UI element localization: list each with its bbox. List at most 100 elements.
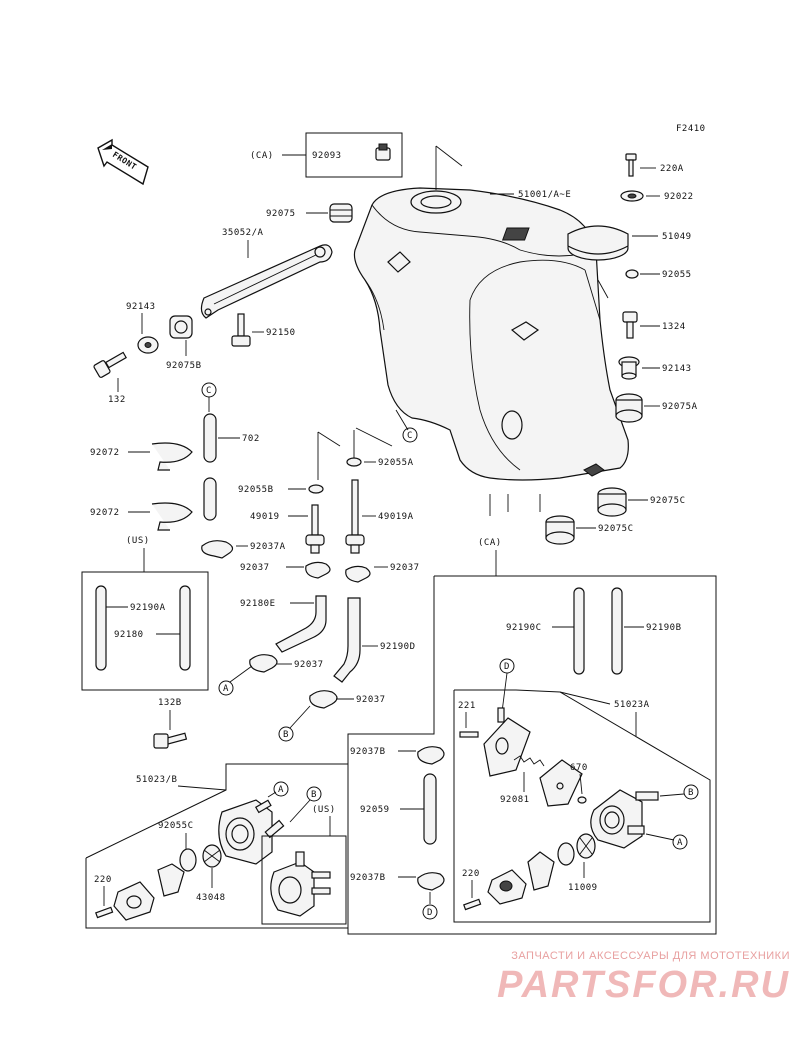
label-51023b: 51023/B — [136, 775, 177, 785]
label-92055a: 92055A — [378, 458, 414, 468]
label-92081: 92081 — [500, 795, 530, 805]
oring-92055 — [625, 269, 639, 279]
callout-d-bottom — [422, 904, 438, 920]
label-92072-bottom: 92072 — [90, 508, 120, 518]
callout-b-right-label: B — [688, 788, 694, 798]
watermark-caption: ЗАПЧАСТИ И АКСЕССУАРЫ ДЛЯ МОТОТЕХНИКИ — [511, 950, 790, 962]
label-92190d: 92190D — [380, 642, 416, 652]
label-221: 221 — [458, 701, 476, 711]
callout-b-left-label: B — [283, 730, 289, 740]
leader — [435, 145, 463, 167]
bolt-132 — [93, 351, 127, 378]
fuel-cock-us — [270, 851, 331, 917]
label-49019: 49019 — [250, 512, 280, 522]
variant-us-label-fc: (US) — [312, 805, 336, 815]
washer-92143-left — [137, 336, 159, 354]
variant-us-label-left: (US) — [126, 536, 150, 546]
label-92075b: 92075B — [166, 361, 202, 371]
watermark-logo: PARTSFOR.RU — [497, 964, 790, 1006]
label-220-left: 220 — [94, 875, 112, 885]
label-92150: 92150 — [266, 328, 296, 338]
label-92037a: 92037A — [250, 542, 286, 552]
valve-body-51023a — [483, 707, 531, 777]
fuel-cock-51023a — [590, 789, 659, 849]
label-132: 132 — [108, 395, 126, 405]
label-92037b-top: 92037B — [350, 747, 386, 757]
bracket-35052 — [200, 244, 333, 319]
callout-a-left-label: A — [223, 684, 229, 694]
callout-c-left-label: C — [206, 386, 212, 396]
callout-b-right — [683, 784, 699, 800]
label-92075: 92075 — [266, 209, 296, 219]
ca-box-right — [347, 575, 717, 935]
variant-ca-label: (CA) — [250, 151, 274, 161]
label-92037-right: 92037 — [390, 563, 420, 573]
grommet-92093 — [375, 143, 391, 161]
label-92180e: 92180E — [240, 599, 276, 609]
gasket-11009 — [576, 833, 596, 859]
callout-d-top-label: D — [504, 662, 510, 672]
callout-c-center — [402, 427, 418, 443]
hose-92190b — [611, 587, 623, 675]
label-51001: 51001/A~E — [518, 190, 571, 200]
valve-49019 — [305, 504, 325, 554]
callout-a-fc — [273, 781, 289, 797]
label-92075a: 92075A — [662, 402, 698, 412]
clamp-92037-lower-left — [249, 654, 278, 673]
oring-92055c — [179, 848, 197, 872]
label-92190a: 92190A — [130, 603, 166, 613]
clamp-92037-lower-right — [309, 690, 338, 709]
grommet-92075a — [615, 393, 643, 423]
label-132b: 132B — [158, 698, 182, 708]
hose-92190d — [333, 597, 361, 683]
plate-51023b — [113, 881, 155, 921]
label-92190c: 92190C — [506, 623, 542, 633]
fuel-tank — [353, 187, 629, 481]
bolt-1324 — [622, 311, 638, 339]
hose-92059 — [423, 773, 437, 845]
clamp-92037a — [201, 540, 234, 559]
label-92075c-bottom: 92075C — [598, 524, 634, 534]
grommet-92075b — [169, 315, 193, 339]
oring-11009 — [557, 842, 575, 866]
us-box-hoses — [81, 571, 209, 691]
oring-92055b — [308, 484, 324, 494]
callout-b-fc-label: B — [311, 790, 317, 800]
front-arrow-icon: FRONT — [97, 138, 149, 186]
label-92072-top: 92072 — [90, 448, 120, 458]
label-35052: 35052/A — [222, 228, 264, 238]
fuel-cock-51023b — [218, 799, 285, 865]
clip-92072-bottom — [151, 502, 193, 531]
filter-43048 — [202, 844, 222, 868]
label-92055b: 92055B — [238, 485, 274, 495]
label-11009: 11009 — [568, 883, 598, 893]
clamp-92037-left — [305, 561, 331, 579]
bowl-51023a — [527, 851, 555, 891]
collar-92143-right — [618, 356, 640, 380]
label-220a: 220A — [660, 164, 684, 174]
screw-221 — [459, 731, 479, 738]
label-92037b-bottom: 92037B — [350, 873, 386, 883]
screw-220-left — [95, 906, 114, 919]
hose-92180 — [179, 585, 191, 671]
callout-a-left — [218, 680, 234, 696]
label-92143-right: 92143 — [662, 364, 692, 374]
label-92093: 92093 — [312, 151, 342, 161]
damper-92075c-top — [597, 487, 627, 517]
label-43048: 43048 — [196, 893, 226, 903]
label-92055c: 92055C — [158, 821, 194, 831]
label-92075c-top: 92075C — [650, 496, 686, 506]
callout-b-left — [278, 726, 294, 742]
hose-92180e — [275, 595, 327, 653]
label-92143-left: 92143 — [126, 302, 156, 312]
clamp-92037-right — [345, 565, 371, 583]
group-51023a-outline — [453, 689, 711, 923]
grommet-92075 — [329, 203, 353, 223]
bolt-132b — [153, 732, 188, 749]
screw-220-right — [463, 898, 482, 911]
oring-670 — [577, 796, 587, 804]
bolt-92150 — [231, 313, 251, 347]
hose-92190c — [573, 587, 585, 675]
